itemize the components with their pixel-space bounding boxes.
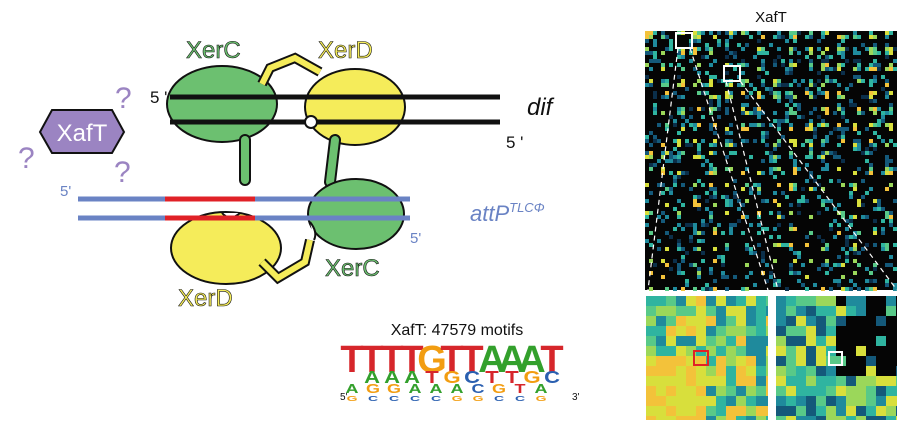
- recombination-diagram: XerC XerD XerC XerD 5 ' 5 ' dif 5' 5' at…: [18, 37, 555, 313]
- xerc-bottom-label: XerC: [325, 255, 380, 282]
- heatmap-zoom-left: [646, 296, 768, 420]
- logo-letter: C: [472, 382, 485, 396]
- xerd-top-label: XerD: [318, 37, 373, 64]
- attp-superscript: TLCΦ: [509, 200, 545, 215]
- question-mark-top: ?: [115, 82, 132, 115]
- logo-letter: T: [425, 368, 438, 387]
- dif-label: dif: [527, 94, 555, 121]
- logo-letter: A: [535, 382, 548, 396]
- zoom-left-highlight-box: [693, 350, 709, 366]
- xerd-bottom-protein: [170, 211, 282, 285]
- question-mark-left: ?: [18, 142, 35, 175]
- logo-letter: G: [473, 395, 484, 403]
- logo-three-prime: 3': [572, 392, 580, 403]
- logo-letter: T: [460, 339, 483, 381]
- logo-letter: C: [389, 395, 399, 403]
- attp-five-prime-end-label: 5': [410, 230, 421, 247]
- logo-letter: A: [404, 368, 420, 387]
- logo-letter: G: [443, 368, 460, 387]
- logo-letter: A: [346, 382, 359, 396]
- logo-letter: C: [410, 395, 420, 403]
- logo-letter: C: [494, 395, 504, 403]
- logo-letter: T: [540, 339, 563, 381]
- xerc-bottom-protein: [307, 178, 405, 250]
- logo-letter: C: [515, 395, 525, 403]
- logo-letter: T: [515, 382, 527, 396]
- logo-letter: G: [387, 382, 401, 396]
- logo-letter: T: [440, 339, 463, 381]
- zoom-line-1: [647, 47, 679, 291]
- logo-letter: T: [360, 339, 383, 381]
- xerd-bottom-label: XerD: [178, 285, 233, 312]
- logo-letter: A: [451, 382, 464, 396]
- xerd-top-protein: [304, 68, 406, 146]
- logo-letter: T: [380, 339, 403, 381]
- logo-letter: A: [498, 339, 525, 381]
- question-mark-bottom: ?: [114, 156, 131, 189]
- heatmap-title: XafT: [755, 9, 787, 26]
- logo-letter: G: [523, 368, 540, 387]
- logo-letter: T: [485, 368, 498, 387]
- dif-five-prime-end-label: 5 ': [506, 133, 523, 152]
- cleavage-site-marker: [304, 115, 318, 129]
- logo-letter: G: [452, 395, 463, 403]
- logo-letter: G: [417, 339, 447, 381]
- heatmap-highlight-box-top-left: [675, 32, 693, 49]
- heatmap-highlight-box-center: [723, 65, 741, 82]
- logo-letter: C: [431, 395, 441, 403]
- logo-letter: C: [368, 395, 378, 403]
- logo-letter: T: [505, 368, 518, 387]
- logo-letter: A: [384, 368, 400, 387]
- xaft-badge-shape: [38, 109, 126, 154]
- dif-five-prime-label: 5 ': [150, 88, 167, 107]
- attp-five-prime-label: 5': [60, 183, 71, 200]
- logo-letter: G: [492, 382, 506, 396]
- logo-letter: A: [518, 339, 545, 381]
- logo-letter: A: [409, 382, 422, 396]
- logo-letter: G: [536, 395, 547, 403]
- xaft-badge-label: XafT: [57, 120, 108, 147]
- zoom-line-2: [689, 47, 769, 291]
- logo-letter: C: [464, 368, 480, 387]
- logo-letter: A: [364, 368, 380, 387]
- logo-letter: G: [366, 382, 380, 396]
- logo-letter: A: [430, 382, 443, 396]
- xerc-top-label: XerC: [186, 37, 241, 64]
- zoom-line-4: [739, 80, 898, 291]
- logo-five-prime: 5': [340, 392, 348, 403]
- logo-letter: G: [347, 395, 358, 403]
- heatmap-zoom-right: [776, 296, 897, 420]
- contact-heatmap-panel: XafT: [645, 9, 898, 420]
- logo-letter: T: [340, 339, 363, 381]
- attp-label: attPTLCΦ: [470, 200, 545, 226]
- zoom-right-highlight-box: [828, 351, 843, 366]
- logo-letter: A: [478, 339, 505, 381]
- logo-letter: C: [544, 368, 560, 387]
- heatmap-main: [645, 31, 897, 291]
- logo-letter: T: [400, 339, 423, 381]
- logo-title: XafT: 47579 motifs: [391, 322, 524, 339]
